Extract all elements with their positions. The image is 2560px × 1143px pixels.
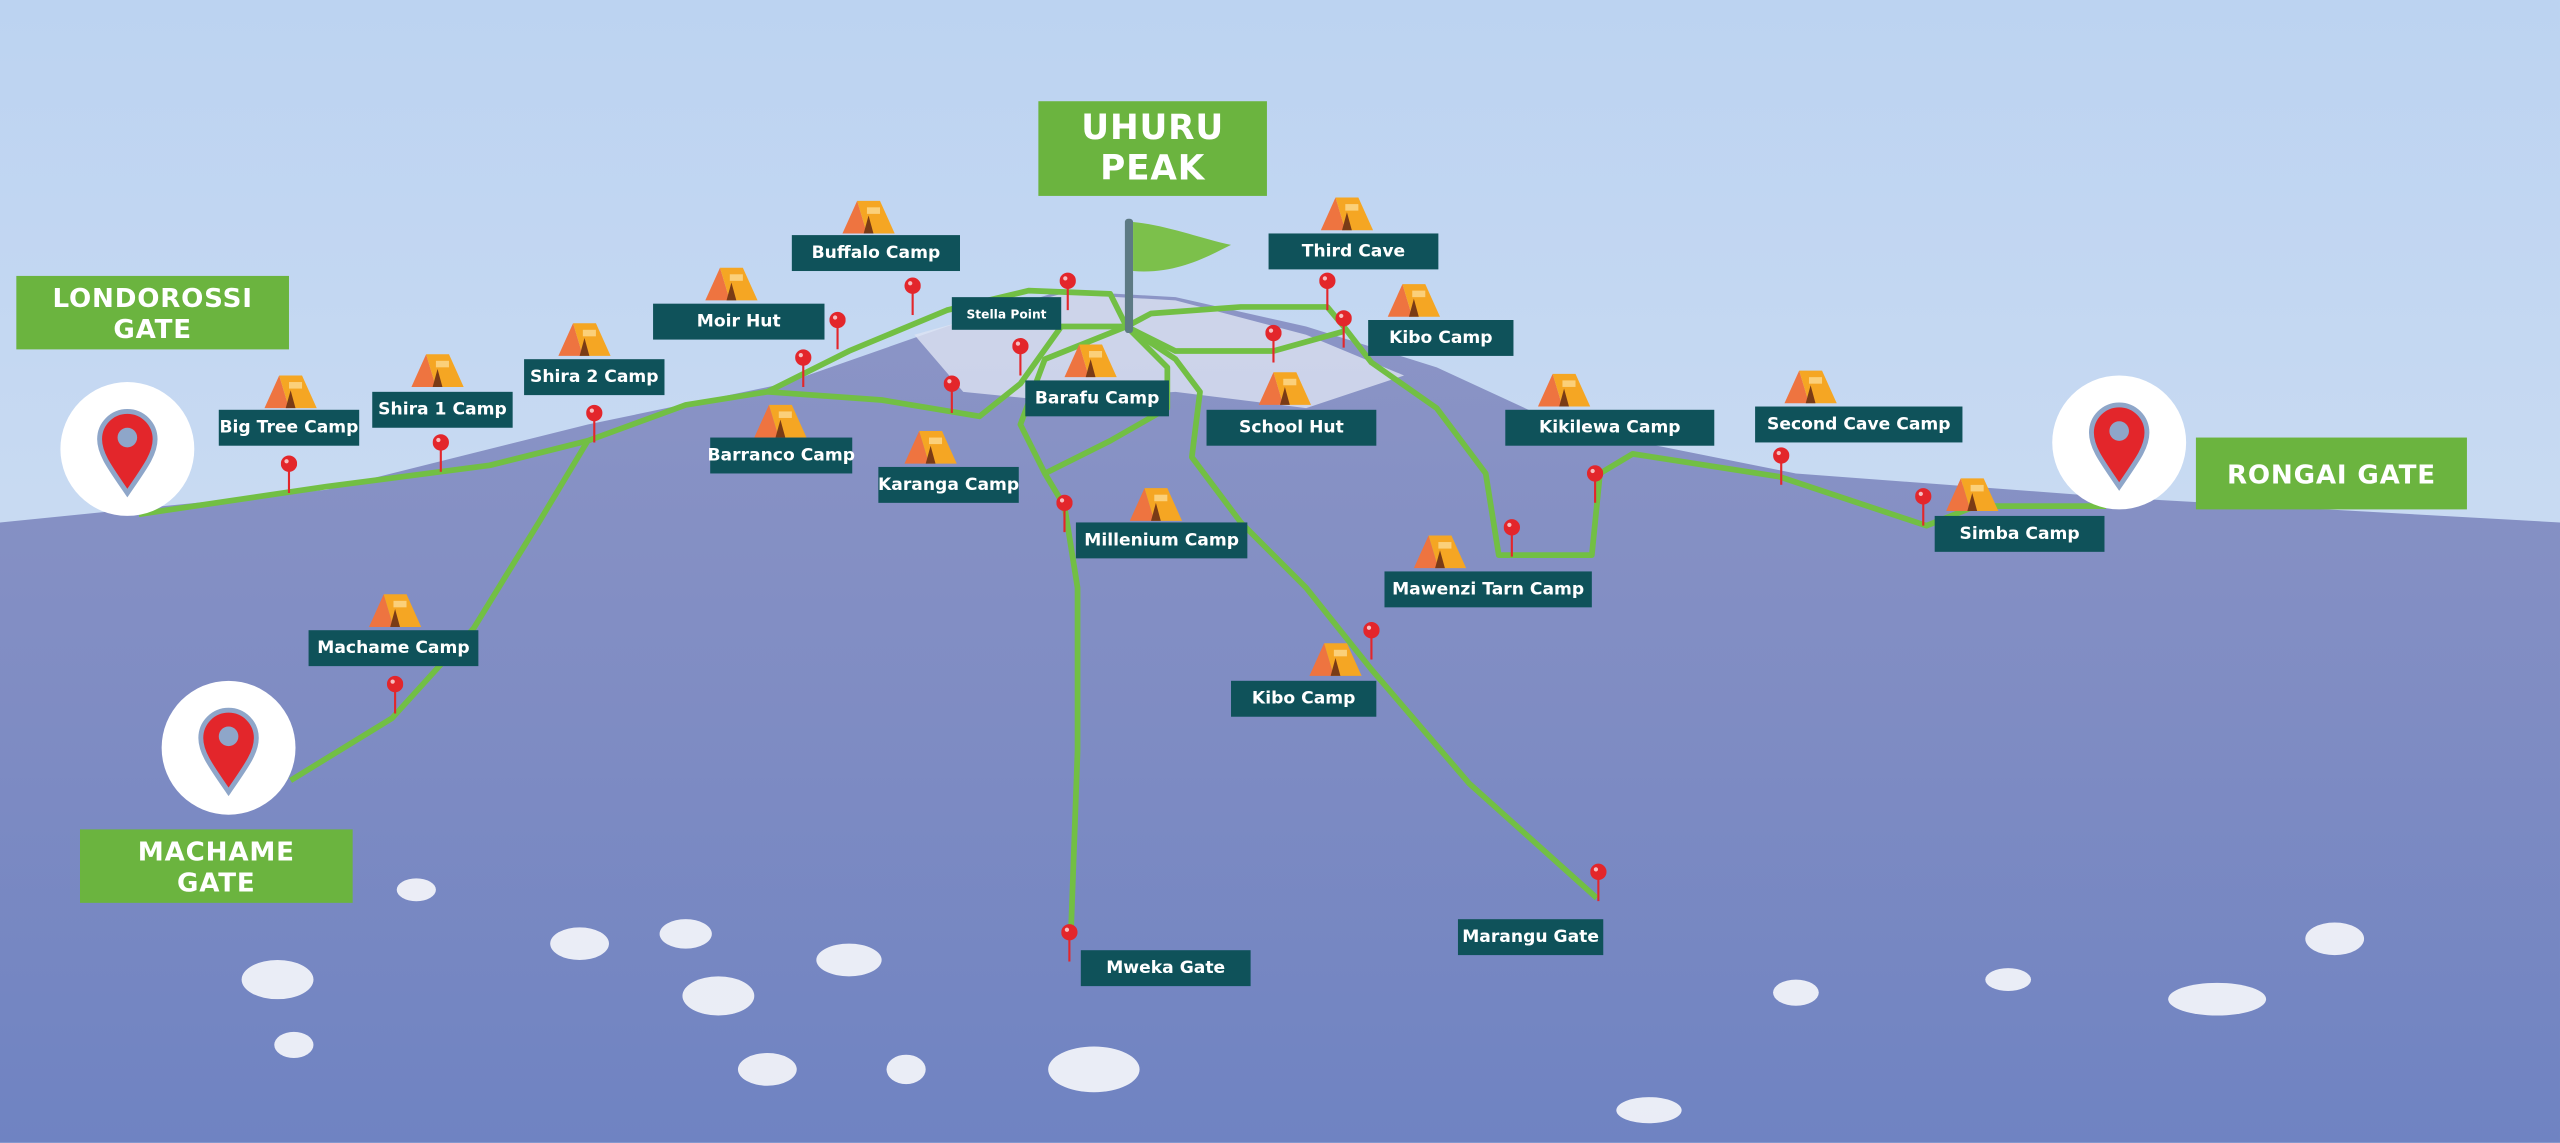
machame-gate-marker[interactable] — [161, 680, 296, 815]
gate-line1: MACHAME — [137, 835, 295, 867]
map-pin-icon — [795, 348, 812, 387]
map-pin-icon — [943, 374, 960, 414]
camp-label-kikilewa[interactable]: Kikilewa Camp — [1505, 409, 1715, 446]
gate-line1: LONDOROSSI — [52, 281, 253, 313]
camp-label-buffalo[interactable]: Buffalo Camp — [791, 235, 960, 272]
rongai-gate-marker[interactable] — [2052, 375, 2187, 510]
camp-label-big-tree[interactable]: Big Tree Camp — [218, 409, 360, 446]
map-pin-icon — [198, 707, 259, 797]
gate-label-marangu[interactable]: Marangu Gate — [1457, 919, 1604, 956]
tent-icon — [1063, 343, 1119, 379]
camp-label-machame[interactable]: Machame Camp — [308, 630, 479, 667]
tent-icon — [263, 374, 319, 410]
tent-icon — [903, 429, 959, 465]
tent-icon — [367, 593, 423, 629]
gate-line2: GATE — [177, 866, 256, 898]
camp-label-karanga[interactable]: Karanga Camp — [878, 466, 1019, 503]
camp-label-millenium[interactable]: Millenium Camp — [1075, 522, 1248, 559]
gate-label-mweka[interactable]: Mweka Gate — [1080, 950, 1251, 987]
londorossi-gate-marker[interactable] — [60, 382, 195, 516]
flag-icon — [1124, 218, 1232, 334]
tent-icon — [557, 322, 613, 358]
map-pin-icon — [97, 408, 158, 498]
map-pin-icon — [1335, 309, 1352, 348]
map-pin-icon — [829, 310, 846, 350]
map-pin-icon — [904, 276, 921, 316]
map-pin-icon — [1056, 493, 1073, 533]
camp-label-school-hut[interactable]: School Hut — [1206, 409, 1377, 446]
rongai-gate-label: RONGAI GATE — [2195, 437, 2467, 510]
map-pin-icon — [1012, 336, 1029, 376]
tent-icon — [1944, 477, 2000, 513]
summit-line2: PEAK — [1100, 148, 1206, 188]
tent-icon — [1536, 372, 1592, 408]
label-stella-point[interactable]: Stella Point — [951, 297, 1062, 330]
tent-icon — [1308, 642, 1364, 678]
map-pin-icon — [280, 454, 298, 494]
map-pin-icon — [1586, 464, 1604, 503]
tent-icon — [1412, 534, 1468, 570]
camp-label-kibo-lower[interactable]: Kibo Camp — [1231, 680, 1377, 717]
summit-line1: UHURU — [1081, 107, 1225, 147]
map-pin-icon — [1059, 271, 1076, 311]
tent-icon — [1257, 371, 1313, 407]
map-pin-icon — [1590, 862, 1607, 902]
camp-label-shira-1[interactable]: Shira 1 Camp — [372, 391, 513, 428]
map-pin-icon — [1915, 487, 1932, 526]
map-pin-icon — [1503, 518, 1520, 557]
camp-label-second-cave[interactable]: Second Cave Camp — [1755, 406, 1963, 443]
camp-label-mawenzi-tarn[interactable]: Mawenzi Tarn Camp — [1384, 571, 1592, 608]
tent-icon — [1319, 196, 1375, 232]
gate-line2: GATE — [113, 312, 192, 344]
map-pin-icon — [1265, 323, 1282, 363]
map-pin-icon — [1319, 271, 1336, 311]
tent-icon — [1386, 282, 1442, 318]
tent-icon — [410, 353, 466, 389]
map-pin-icon — [386, 674, 404, 714]
camp-label-barranco[interactable]: Barranco Camp — [707, 437, 855, 474]
map-pin-icon — [432, 433, 449, 472]
camp-label-third-cave[interactable]: Third Cave — [1268, 233, 1439, 270]
tent-icon — [704, 266, 760, 302]
camp-label-kibo-upper[interactable]: Kibo Camp — [1368, 319, 1514, 356]
map-pin-icon — [1061, 922, 1078, 962]
camp-label-moir-hut[interactable]: Moir Hut — [653, 303, 825, 340]
map-pin-icon — [1363, 620, 1380, 660]
tent-icon — [1783, 369, 1839, 405]
map-pin-icon — [2088, 402, 2150, 491]
camp-label-barafu[interactable]: Barafu Camp — [1025, 380, 1169, 417]
tent-icon — [753, 403, 809, 439]
tent-icon — [841, 199, 897, 235]
camp-label-simba[interactable]: Simba Camp — [1934, 515, 2105, 552]
tent-icon — [1128, 487, 1184, 523]
map-pin-icon — [1773, 446, 1790, 485]
map-pin-icon — [586, 403, 603, 443]
camp-label-shira-2[interactable]: Shira 2 Camp — [524, 359, 665, 396]
